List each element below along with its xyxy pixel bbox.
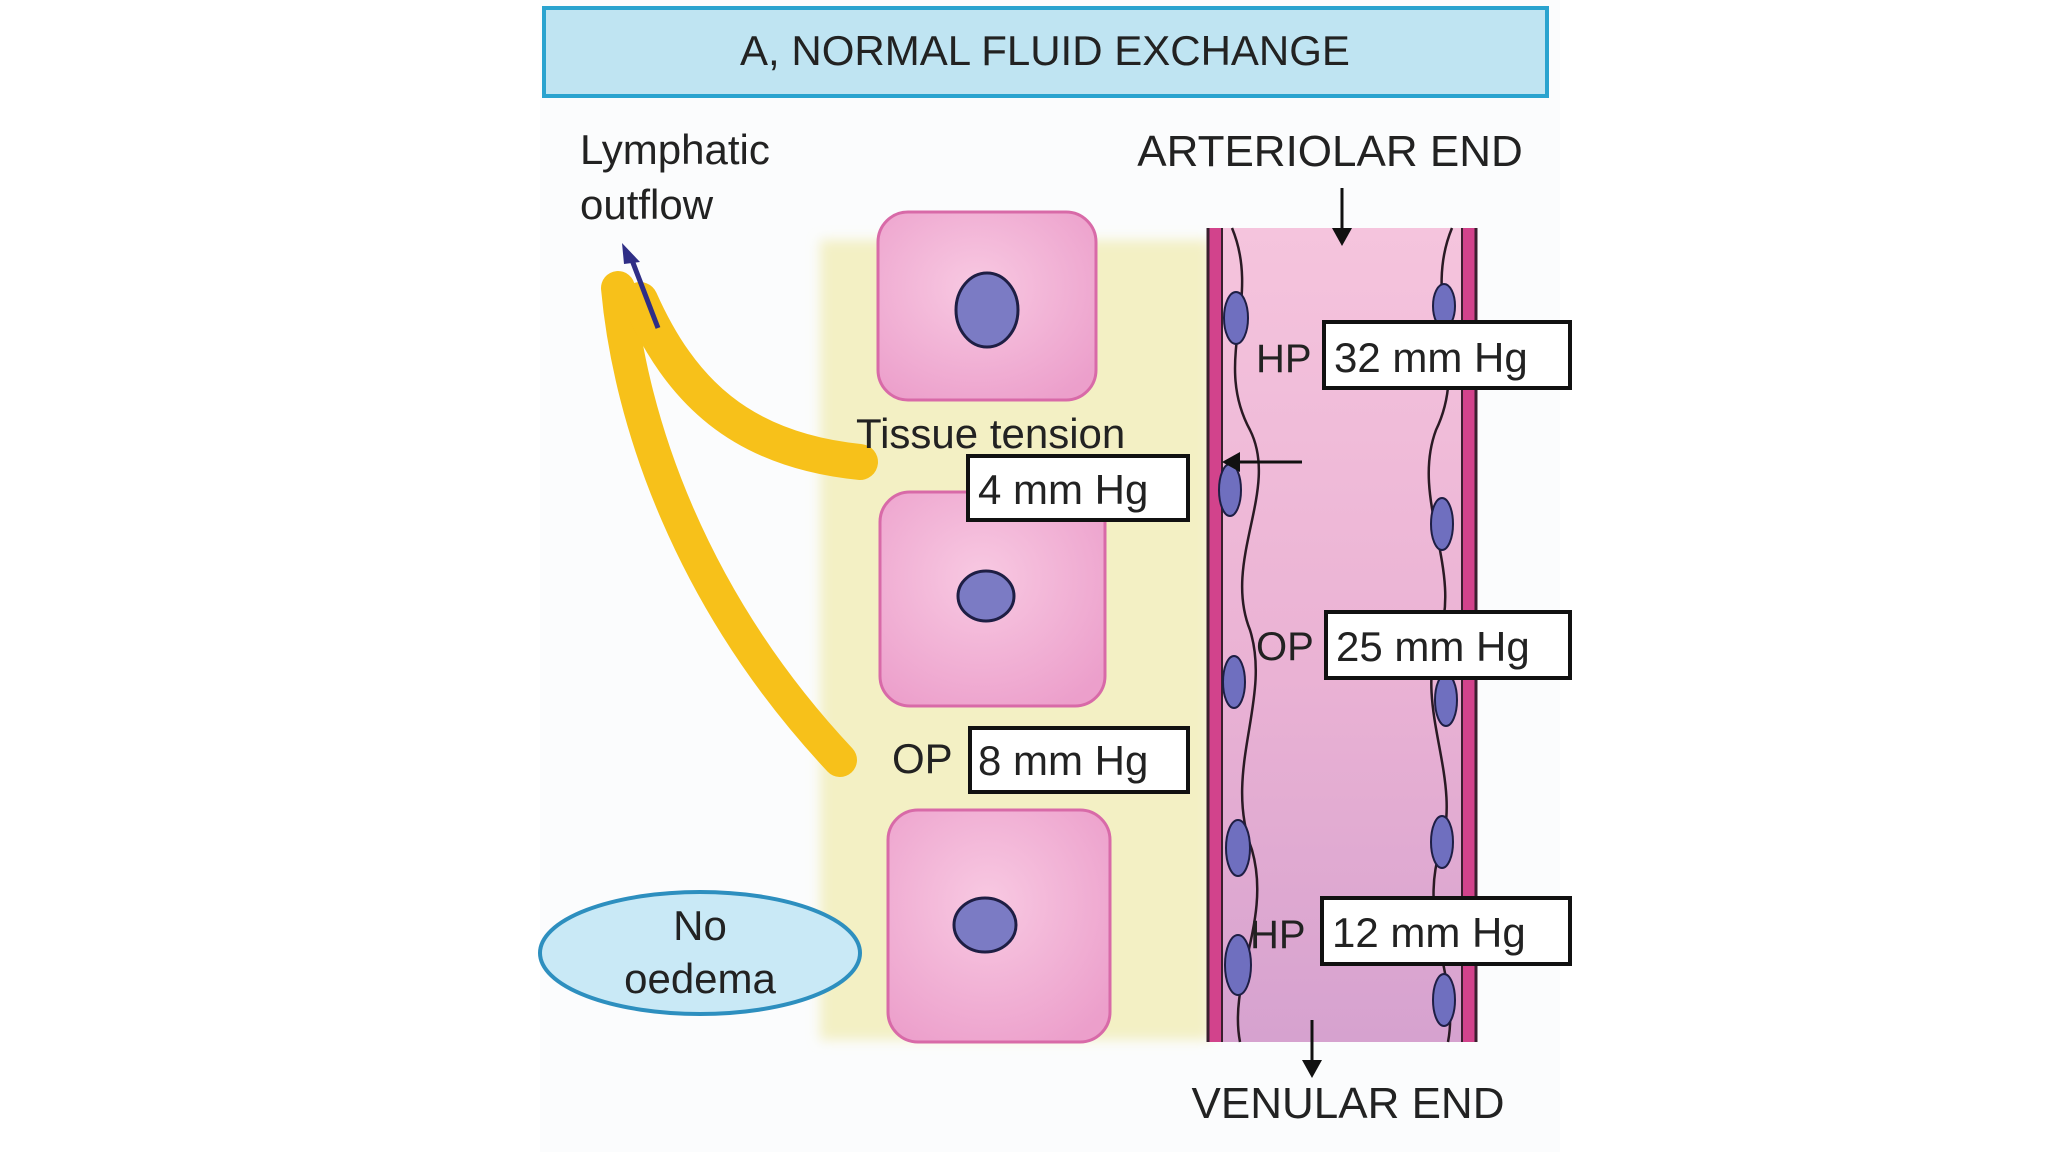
venular-arrowhead <box>1302 1060 1322 1078</box>
endothelial-nucleus <box>1434 673 1458 727</box>
no-oedema-oval <box>538 890 862 1016</box>
tissue-tension-label: Tissue tension <box>856 410 1125 457</box>
arteriolar-hp-prefix: HP <box>1256 337 1312 381</box>
tissue-cell <box>878 490 1107 708</box>
arteriolar-end-label: ARTERIOLAR END <box>1137 127 1523 176</box>
no-oedema-line1: No <box>673 902 727 949</box>
endothelial-nucleus <box>1222 655 1246 709</box>
lymphatic-label-line1: Lymphatic <box>580 126 770 173</box>
vessel-op-prefix: OP <box>1256 625 1314 669</box>
endothelial-nucleus <box>1225 819 1251 877</box>
capillary-wall-left <box>1208 228 1222 1042</box>
venular-hp-value: 12 mm Hg <box>1332 909 1526 956</box>
no-oedema-line2: oedema <box>624 955 776 1002</box>
arteriolar-arrowhead <box>1332 228 1352 246</box>
lymph-flow-arrowhead <box>622 243 640 264</box>
title-banner: A, NORMAL FLUID EXCHANGE <box>542 6 1549 98</box>
lymphatic-upper-branch <box>622 282 878 480</box>
tissue-tension-arrowhead <box>1222 452 1240 472</box>
cell-nucleus <box>956 569 1016 623</box>
endothelial-nucleus <box>1224 934 1252 996</box>
lymphatic-main-branch <box>601 271 857 777</box>
lymph-flow-arrow <box>627 254 661 329</box>
title-text: A, NORMAL FLUID EXCHANGE <box>740 27 1350 74</box>
endothelial-nucleus <box>1218 463 1242 517</box>
vessel-op-value-box: 25 mm Hg <box>1324 610 1572 680</box>
tissue-tension-value: 4 mm Hg <box>978 466 1148 513</box>
title-box <box>542 6 1549 98</box>
tissue-op-value-box: 8 mm Hg <box>968 726 1190 794</box>
tissue-tension-value-box: 4 mm Hg <box>966 454 1190 522</box>
venular-hp-prefix: HP <box>1250 913 1306 957</box>
tissue-op-prefix: OP <box>892 735 953 782</box>
endothelial-nucleus <box>1430 497 1454 551</box>
tissue-op-value: 8 mm Hg <box>978 737 1148 784</box>
endothelial-nucleus <box>1223 291 1249 345</box>
tissue-cell <box>886 808 1112 1044</box>
lymphatic-vessel <box>601 243 878 777</box>
arteriolar-hp-value-box: 32 mm Hg <box>1322 320 1572 390</box>
no-oedema-badge: No oedema <box>538 890 862 1016</box>
venular-end-label: VENULAR END <box>1192 1079 1505 1128</box>
venular-hp-value-box: 12 mm Hg <box>1320 896 1572 966</box>
endothelial-nucleus <box>1432 973 1456 1027</box>
endothelial-nucleus <box>1430 815 1454 869</box>
vessel-op-value: 25 mm Hg <box>1336 623 1530 670</box>
arteriolar-hp-value: 32 mm Hg <box>1334 334 1528 381</box>
cell-nucleus <box>954 271 1020 349</box>
cell-nucleus <box>952 896 1018 954</box>
lymphatic-label-line2: outflow <box>580 181 714 228</box>
tissue-cell <box>876 210 1098 402</box>
endothelium-left <box>1230 227 1260 1043</box>
